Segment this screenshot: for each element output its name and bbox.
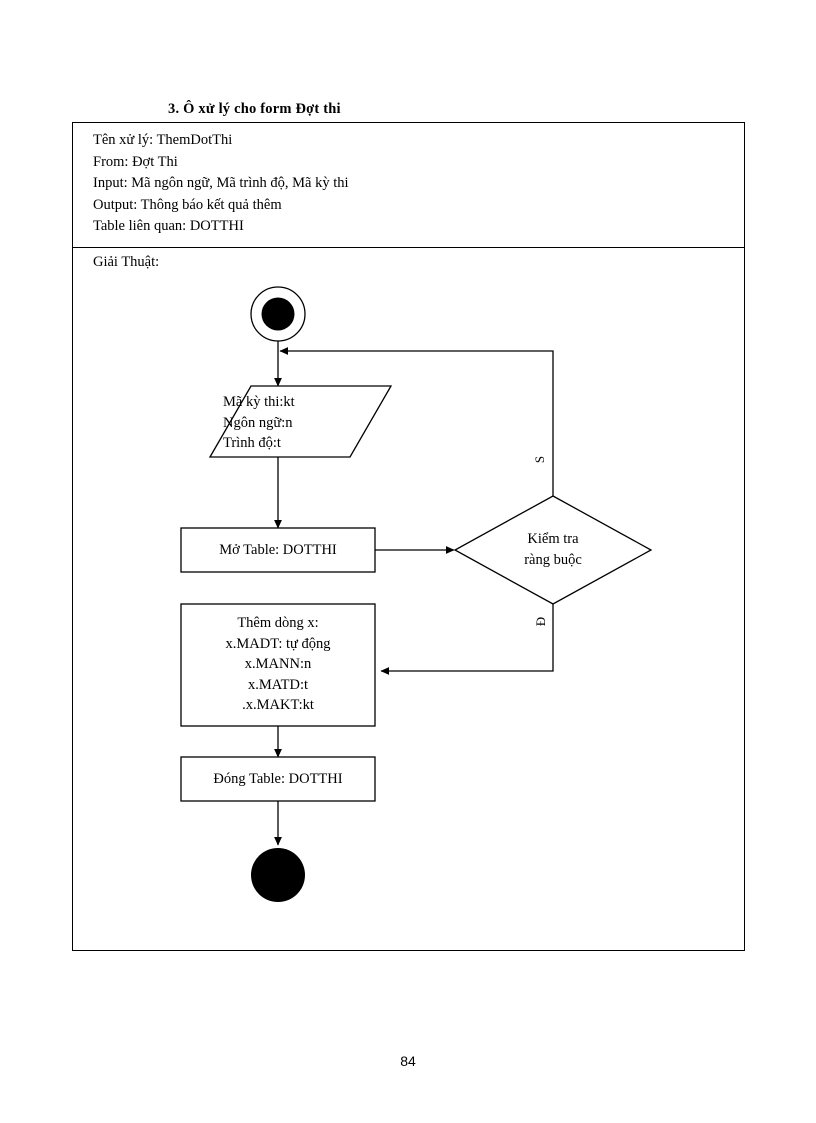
- input-line-1: Mã kỳ thi:kt: [223, 394, 295, 410]
- decision-node-text: Kiểm tra ràng buộc: [473, 529, 633, 570]
- add-row-line-3: x.MANN:n: [244, 656, 312, 672]
- branch-label-true: Đ: [533, 616, 549, 627]
- input-node-text: Mã kỳ thi:kt Ngôn ngữ:n Trình độ:t: [223, 392, 363, 454]
- header-line-input: Input: Mã ngôn ngữ, Mã trình độ, Mã kỳ t…: [93, 175, 349, 191]
- header-line-from: From: Đợt Thi: [93, 153, 178, 170]
- process-header-block: Tên xử lý: ThemDotThi From: Đợt Thi Inpu…: [73, 123, 744, 248]
- input-line-3: Trình độ:t: [223, 435, 281, 451]
- close-table-node-text: Đóng Table: DOTTHI: [181, 769, 375, 790]
- edge-decision-true-to-add-row: [380, 604, 554, 675]
- add-row-line-5: .x.MAKT:kt: [242, 697, 314, 713]
- decision-line-2: ràng buộc: [524, 551, 582, 568]
- input-line-2: Ngôn ngữ:n: [223, 414, 293, 431]
- end-node: [251, 848, 305, 902]
- close-table-label: Đóng Table: DOTTHI: [213, 771, 343, 787]
- header-line-output: Output: Thông báo kết quả thêm: [93, 196, 282, 213]
- start-node-dot: [261, 297, 295, 331]
- start-node-ring: [250, 286, 306, 342]
- process-spec-frame: Tên xử lý: ThemDotThi From: Đợt Thi Inpu…: [72, 122, 745, 951]
- page-number: 84: [400, 1053, 416, 1069]
- decision-line-1: Kiểm tra: [527, 531, 579, 547]
- algorithm-label: Giải Thuật:: [93, 254, 160, 270]
- header-line-table: Table liên quan: DOTTHI: [93, 218, 244, 234]
- header-line-name: Tên xử lý: ThemDotThi: [93, 132, 233, 148]
- add-row-line-1: Thêm dòng x:: [237, 615, 319, 631]
- add-row-line-4: x.MATD:t: [247, 676, 309, 693]
- open-table-node-text: Mở Table: DOTTHI: [181, 540, 375, 561]
- open-table-label: Mở Table: DOTTHI: [219, 542, 337, 558]
- add-row-node-text: Thêm dòng x: x.MADT: tự động x.MANN:n x.…: [181, 613, 375, 716]
- add-row-line-2: x.MADT: tự động: [225, 635, 331, 652]
- page-title: 3. Ô xử lý cho form Đợt thi: [168, 101, 341, 117]
- process-header-list: Tên xử lý: ThemDotThi From: Đợt Thi Inpu…: [93, 130, 349, 238]
- branch-label-false: S: [532, 455, 548, 464]
